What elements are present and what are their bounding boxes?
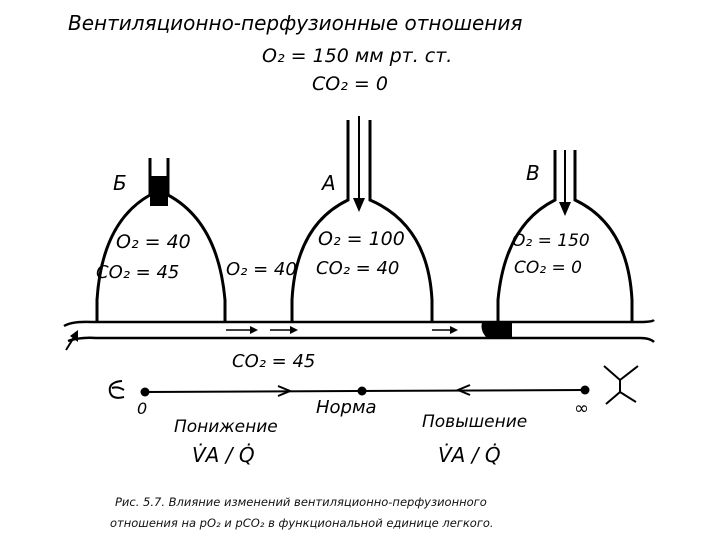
increase-ratio: V̇A / Q̇ — [438, 443, 501, 467]
unit-b-wall-left — [95, 158, 152, 322]
unit-v-co2: CO₂ = 0 — [514, 258, 582, 278]
inflow-arrowhead — [70, 330, 78, 342]
decrease-label: Понижение — [174, 417, 278, 437]
unit-a-wall-left — [290, 120, 350, 322]
scale-point-infinity — [580, 385, 590, 395]
vq-scale: 0 ∞ Норма Понижение V̇A / Q̇ Повышение V… — [108, 365, 639, 467]
scale-norm-label: Норма — [316, 397, 377, 418]
unit-a-co2: CO₂ = 40 — [316, 258, 399, 279]
inspired-o2-label: O₂ = 150 мм рт. ст. — [262, 45, 452, 67]
unit-a: А O₂ = 100 CO₂ = 40 — [290, 116, 434, 322]
unit-v: В O₂ = 150 CO₂ = 0 — [496, 150, 634, 322]
unit-b-wall-right — [166, 158, 227, 322]
unit-v-o2: O₂ = 150 — [512, 231, 590, 251]
flow-arrowhead-b — [250, 326, 258, 334]
increase-label: Повышение — [422, 412, 527, 432]
unit-v-arrowhead — [559, 202, 571, 216]
unit-b-co2: CO₂ = 45 — [96, 262, 179, 283]
unit-v-wall-right — [573, 150, 634, 322]
unit-v-letter: В — [526, 161, 540, 185]
scale-arrow-left — [277, 385, 293, 397]
unit-b: Б O₂ = 40 CO₂ = 45 — [95, 158, 227, 322]
unit-v-wall-left — [496, 150, 557, 322]
capillary-upper-wall — [63, 318, 655, 328]
scale-zero-label: 0 — [137, 399, 147, 418]
scale-point-zero — [140, 387, 150, 397]
scale-point-norm — [357, 386, 367, 396]
diagram-title: Вентиляционно-перфузионные отношения — [68, 11, 522, 35]
unit-b-letter: Б — [113, 171, 127, 195]
venous-co2: CO₂ = 45 — [232, 351, 315, 372]
zero-ventilation-icon — [108, 380, 125, 399]
flow-arrowhead-v — [450, 326, 458, 334]
scale-arrow-right — [455, 384, 471, 396]
unit-a-o2: O₂ = 100 — [318, 228, 405, 250]
caption-line-2: отношения на pO₂ и pCO₂ в функциональной… — [110, 516, 494, 530]
capillary-blockage — [481, 323, 512, 337]
unit-a-wall-right — [368, 120, 434, 322]
caption-line-1: Рис. 5.7. Влияние изменений вентиляционн… — [115, 495, 487, 509]
no-perfusion-icon — [603, 365, 639, 405]
venous-o2: O₂ = 40 — [226, 259, 297, 280]
airway-blockage — [150, 176, 168, 206]
unit-a-arrowhead — [353, 198, 365, 212]
unit-a-letter: А — [320, 171, 336, 195]
unit-b-o2: O₂ = 40 — [116, 231, 191, 253]
inspired-co2-label: CO₂ = 0 — [312, 73, 388, 95]
capillary — [63, 318, 655, 351]
flow-arrowhead-a — [290, 326, 298, 334]
capillary-lower-wall — [67, 336, 655, 343]
decrease-ratio: V̇A / Q̇ — [192, 443, 255, 467]
scale-infinity-label: ∞ — [574, 398, 589, 419]
